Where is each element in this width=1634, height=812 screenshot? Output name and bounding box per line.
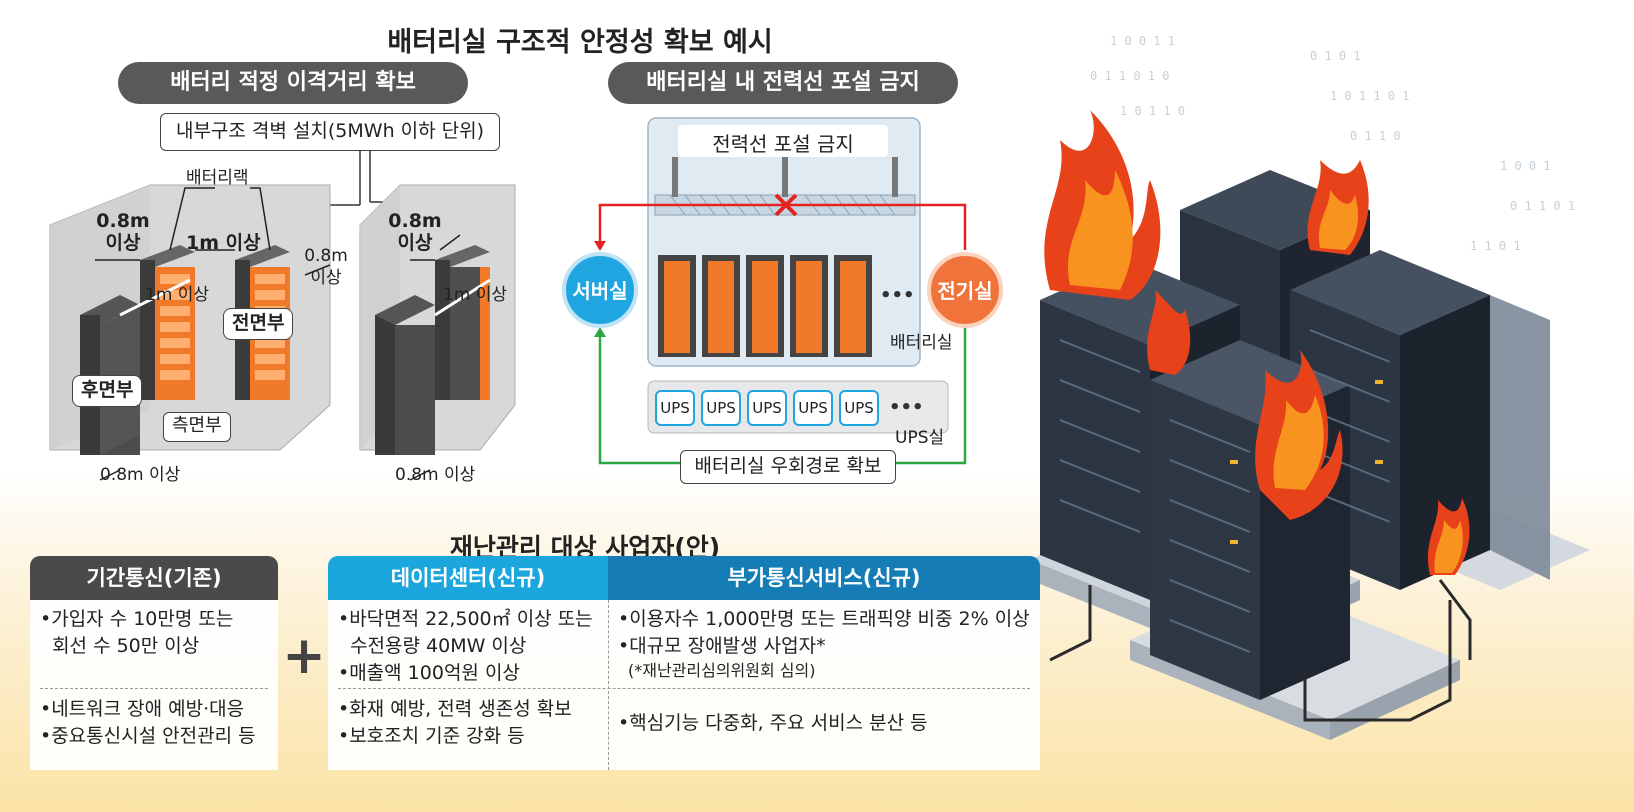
rear-rack-right: [375, 295, 435, 455]
distance-1m-top-label: 1m 이상: [186, 232, 261, 254]
column-header-value-added: 부가통신서비스(신규): [608, 556, 1040, 600]
list-item: •바닥면적 22,500㎡ 이상 또는: [338, 608, 593, 630]
battery-room-label: 배터리실: [890, 333, 953, 353]
ban-label: 전력선 포설 금지: [712, 132, 854, 156]
ups-units: UPS UPS UPS UPS UPS •••: [655, 390, 924, 426]
distance-08-label-c: 0.8m 이상: [388, 210, 442, 254]
column-divider: [608, 600, 609, 770]
list-item: •네트워크 장애 예방·대응: [40, 698, 245, 720]
ups-unit: UPS: [747, 390, 787, 426]
ups-room-label: UPS실: [895, 428, 945, 448]
row-divider: [40, 688, 268, 689]
battery-ellipsis: •••: [880, 285, 915, 306]
distance-08-bottom-a: 0.8m 이상: [100, 465, 181, 485]
power-room-label: 전기실: [937, 279, 993, 303]
distance-08-label-a: 0.8m 이상: [96, 210, 150, 254]
flames: [1044, 110, 1470, 575]
burning-server-illustration: 1 0 0 1 1 0 1 1 0 1 0 1 0 1 1 0 0 1 0 1 …: [1030, 34, 1590, 740]
list-item: •매출액 100억원 이상: [338, 662, 520, 684]
svg-text:1 0 1 1 0: 1 0 1 1 0: [1120, 104, 1185, 118]
ups-unit: UPS: [793, 390, 833, 426]
svg-text:0 1 1 0: 0 1 1 0: [1350, 129, 1401, 143]
list-item: 수전용량 40MW 이상: [338, 635, 527, 657]
list-item: •핵심기능 다중화, 주요 서비스 분산 등: [618, 712, 928, 734]
plus-sign: +: [282, 626, 326, 686]
middle-rack-left: [140, 245, 195, 400]
svg-text:1 0 1 1 0 1: 1 0 1 1 0 1: [1330, 89, 1409, 103]
front-label: 전면부: [223, 308, 294, 340]
distance-08-bottom-b: 0.8m 이상: [395, 465, 476, 485]
ups-unit: UPS: [701, 390, 741, 426]
main-title: 배터리실 구조적 안정성 확보 예시: [387, 27, 773, 58]
bypass-label: 배터리실 우회경로 확보: [680, 450, 896, 484]
battery-racks: [658, 255, 872, 357]
svg-text:0 1 1 0 1 0: 0 1 1 0 1 0: [1090, 69, 1169, 83]
left-panel-header: 배터리 적정 이격거리 확보: [118, 62, 468, 104]
rack-label: 배터리랙: [186, 168, 249, 188]
list-item: •보호조치 기준 강화 등: [338, 725, 525, 747]
list-item: •가입자 수 10만명 또는: [40, 608, 234, 630]
list-item: •이용자수 1,000만명 또는 트래픽양 비중 2% 이상: [618, 608, 1030, 630]
distance-1m-inner-label: 1m 이상: [145, 285, 210, 305]
right-panel-header: 배터리실 내 전력선 포설 금지: [608, 62, 958, 104]
column-header-backbone: 기간통신(기존): [30, 556, 278, 600]
rear-label: 후면부: [72, 375, 143, 407]
svg-text:0 1 1 0 1: 0 1 1 0 1: [1510, 199, 1575, 213]
partition-label: 내부구조 격벽 설치(5MWh 이하 단위): [160, 113, 500, 151]
ups-unit: UPS: [839, 390, 879, 426]
server-room-label: 서버실: [572, 279, 628, 303]
column-body-new: •바닥면적 22,500㎡ 이상 또는 수전용량 40MW 이상 •매출액 10…: [328, 600, 1040, 770]
list-item: 회선 수 50만 이상: [40, 635, 200, 657]
footnote: (*재난관리심의위원회 심의): [628, 661, 816, 680]
column-body-backbone: •가입자 수 10만명 또는 회선 수 50만 이상 •네트워크 장애 예방·대…: [30, 600, 278, 770]
svg-text:0 1 0 1: 0 1 0 1: [1310, 49, 1361, 63]
svg-text:1 1 0 1: 1 1 0 1: [1470, 239, 1521, 253]
list-item: •화재 예방, 전력 생존성 확보: [338, 698, 572, 720]
distance-1m-right-label: 1m 이상: [443, 285, 508, 305]
ups-unit: UPS: [655, 390, 695, 426]
svg-text:1 0 0 1 1: 1 0 0 1 1: [1110, 34, 1175, 48]
ups-ellipsis: •••: [889, 397, 924, 418]
list-item: •중요통신시설 안전관리 등: [40, 725, 256, 747]
battery-rack-right: [435, 245, 490, 400]
side-label: 측면부: [163, 412, 231, 442]
distance-08-label-b: 0.8m 이상: [304, 246, 348, 288]
svg-text:1 0 0 1: 1 0 0 1: [1500, 159, 1551, 173]
row-divider: [338, 688, 1030, 689]
list-item: •대규모 장애발생 사업자*: [618, 635, 826, 657]
column-header-datacenter: 데이터센터(신규): [328, 556, 608, 600]
